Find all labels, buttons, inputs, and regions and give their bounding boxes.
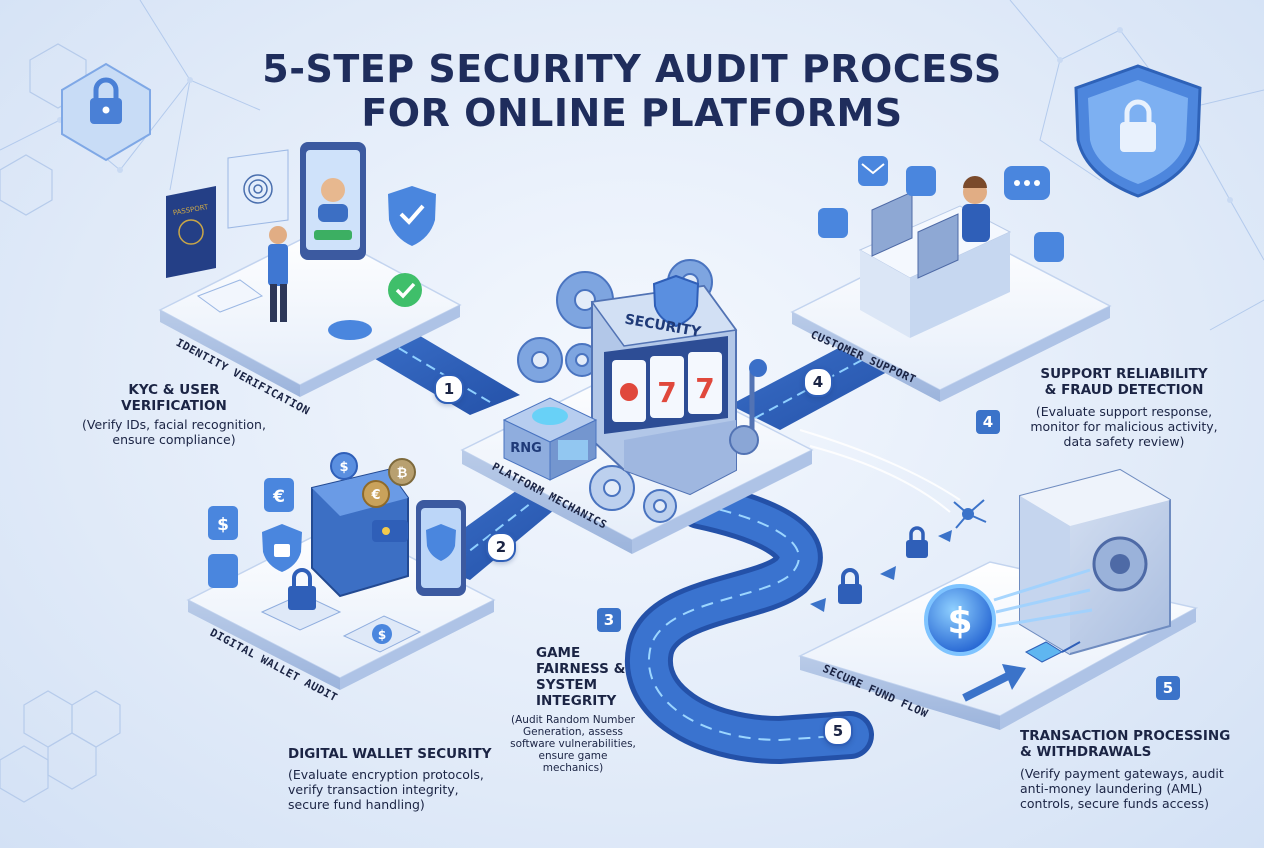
person-figure [268, 226, 288, 322]
chat-bubble-icon [1004, 166, 1050, 200]
step-transactions-heading-line-1: TRANSACTION PROCESSING [1020, 728, 1231, 744]
step-wallet-desc-line-2: verify transaction integrity, [288, 782, 459, 797]
wallet-icon [311, 468, 409, 598]
lock-key-tile-icon [328, 320, 372, 340]
phone-face-icon [300, 142, 366, 260]
mail-icon [858, 156, 888, 186]
chip-small-icon [1024, 641, 1081, 663]
receipt-tile-icon [208, 554, 238, 588]
euro-tile-icon [264, 478, 294, 512]
coin-euro-glyph: € [370, 488, 380, 503]
step-fairness-desc-line-5: mechanics) [542, 762, 604, 774]
rng-chip [502, 397, 598, 481]
check-circle-icon [388, 273, 422, 307]
support-agent-figure [962, 176, 990, 242]
headset-icon [906, 166, 936, 196]
dollar-coin-icon [924, 584, 996, 656]
step-fairness-desc-line-4: ensure game [538, 750, 608, 762]
step-kyc-heading-line-1: KYC & USER [128, 382, 220, 398]
step-kyc-desc-line-2: ensure compliance) [112, 432, 236, 447]
euro-tile-glyph: € [272, 487, 285, 507]
arrow-right-icon [810, 530, 952, 612]
arrow-up-right-icon [962, 664, 1026, 702]
step-wallet-desc-line-1: (Evaluate encryption protocols, [288, 767, 484, 782]
step-transactions-desc-line-2: anti-money laundering (AML) [1020, 781, 1203, 796]
step-badge-3: 3 [597, 608, 621, 632]
fingerprint-icon [227, 149, 289, 229]
card-coin-tile-icon [342, 615, 422, 653]
slot-machine [590, 274, 767, 496]
step-fairness-desc-line-3: software vulnerabilities, [510, 738, 636, 750]
step-badge-1: 1 [434, 374, 464, 404]
page-title-line-1: 5-STEP SECURITY AUDIT PROCESS [262, 47, 1002, 91]
dollar-tile-glyph: $ [217, 515, 229, 535]
vault-safe-icon [1019, 468, 1171, 656]
step-badge-2: 2 [486, 532, 516, 562]
step-badge-5-road: 5 [823, 716, 853, 746]
dollar-tile-icon [208, 506, 238, 540]
platform-fundflow [797, 468, 1199, 730]
step-support-desc-line-3: data safety review) [1063, 434, 1185, 449]
step-transactions-desc-line-1: (Verify payment gateways, audit [1020, 766, 1224, 781]
network-node-icon [953, 499, 987, 529]
step-wallet-heading: DIGITAL WALLET SECURITY [288, 746, 492, 762]
coin-bitcoin-icon [388, 458, 416, 486]
fund-coin-glyph: $ [947, 601, 972, 642]
page-title-line-2: FOR ONLINE PLATFORMS [361, 91, 903, 135]
step-fairness-desc-line-2: Generation, assess [522, 726, 624, 738]
card-coin-glyph: $ [378, 628, 386, 642]
shield-lock-icon-topright [1074, 64, 1202, 198]
step-badge-5-side: 5 [1156, 676, 1180, 700]
message-icon [1034, 232, 1064, 262]
step-transactions-heading-line-2: & WITHDRAWALS [1020, 744, 1152, 760]
coin-bitcoin-glyph: ₿ [397, 466, 408, 481]
step-support-desc-line-2: monitor for malicious activity, [1030, 419, 1218, 434]
coin-dollar-glyph: $ [339, 460, 348, 475]
reel-seven-2: 7 [695, 372, 714, 405]
phone-icon [818, 208, 848, 238]
shield-lock-small-icon [262, 524, 302, 572]
coin-dollar-icon [330, 452, 358, 480]
rng-label: RNG [510, 441, 542, 456]
step-fairness-heading-line-3: SYSTEM [536, 677, 598, 693]
platform-wallet [186, 452, 496, 690]
passport-icon [166, 186, 216, 278]
platform-mechanics [460, 259, 814, 554]
platform-identity [158, 142, 462, 397]
shield-lock-icon-topleft [61, 62, 151, 162]
step-support-heading-line-2: & FRAUD DETECTION [1044, 382, 1204, 398]
step-kyc-desc-line-1: (Verify IDs, facial recognition, [82, 417, 266, 432]
step-fairness-heading-line-2: FAIRNESS & [536, 661, 626, 677]
phone-shield-icon [416, 500, 466, 596]
padlock-tile-icon [260, 568, 342, 631]
reel-seven-1: 7 [657, 376, 676, 409]
padlock-icon [838, 526, 928, 604]
step-support-desc-line-1: (Evaluate support response, [1035, 404, 1213, 419]
step-wallet-desc-line-3: secure fund handling) [288, 797, 425, 812]
platform-support [790, 156, 1112, 402]
step-kyc-heading-line-2: VERIFICATION [121, 398, 227, 414]
step-badge-4-side: 4 [976, 410, 1000, 434]
step-fairness-desc-line-1: (Audit Random Number [511, 714, 635, 726]
step-badge-4-road: 4 [803, 367, 833, 397]
step-fairness-heading-line-1: GAME [536, 645, 581, 661]
step-support-heading-line-1: SUPPORT RELIABILITY [1040, 366, 1208, 382]
id-card-icon [196, 279, 264, 313]
step-transactions-desc-line-3: controls, secure funds access) [1020, 796, 1209, 811]
coin-euro-icon [362, 480, 390, 508]
step-fairness-heading-line-4: INTEGRITY [536, 693, 617, 709]
shield-check-icon [388, 186, 436, 246]
